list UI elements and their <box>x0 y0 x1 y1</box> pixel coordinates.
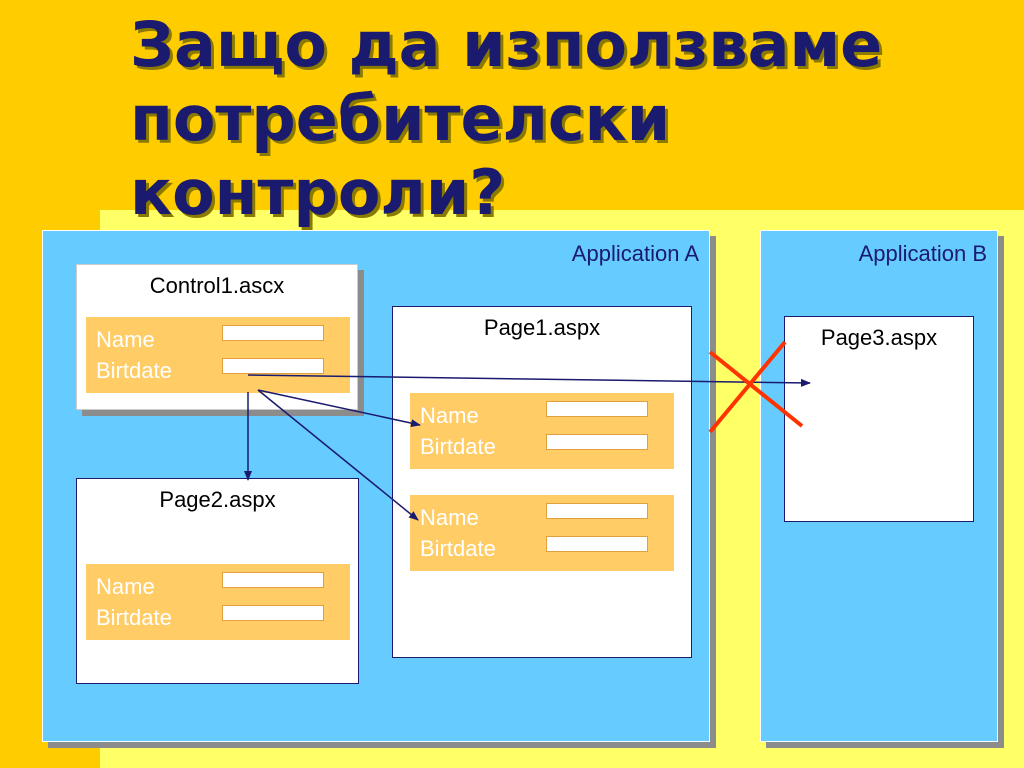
page2-name-field[interactable] <box>222 572 324 588</box>
page2-birthdate-label: Birtdate <box>96 605 172 630</box>
page1-title: Page1.aspx <box>483 315 601 340</box>
control1-name-field[interactable] <box>222 325 324 341</box>
arrow-to-page1-form1 <box>257 389 421 428</box>
control1-birthdate-label: Birtdate <box>96 358 172 383</box>
page1-form1-name-field[interactable] <box>546 401 648 417</box>
control1-title: Control1.ascx <box>149 273 285 298</box>
page2-name-label: Name <box>96 574 155 599</box>
cross-icon <box>708 340 804 434</box>
page1-form2-birthdate-label: Birtdate <box>420 536 496 561</box>
page2-title: Page2.aspx <box>159 487 276 512</box>
control1-birthdate-field[interactable] <box>222 358 324 374</box>
application-b-label: Application B <box>858 241 987 266</box>
control1-form: Name Birtdate <box>86 317 350 393</box>
page1-form1-birthdate-field[interactable] <box>546 434 648 450</box>
control1-box: Control1.ascx Name Birtdate <box>76 264 358 410</box>
page1-form1-name-label: Name <box>420 403 479 428</box>
page1-form-1: Name Birtdate <box>410 393 674 469</box>
page1-box: Page1.aspx Name Birtdate Name Birtdate <box>392 306 692 658</box>
arrow-to-page3 <box>247 374 811 387</box>
page1-form-2: Name Birtdate <box>410 495 674 571</box>
slide-title: Защо да използваме потребителски контрол… <box>130 8 883 229</box>
control1-name-label: Name <box>96 327 155 352</box>
arrow-to-page1-form2 <box>257 389 419 521</box>
page2-form: Name Birtdate <box>86 564 350 640</box>
page3-box: Page3.aspx <box>784 316 974 522</box>
application-a-label: Application A <box>571 241 699 266</box>
page1-form2-name-label: Name <box>420 505 479 530</box>
page3-title: Page3.aspx <box>820 325 938 350</box>
page1-form1-birthdate-label: Birtdate <box>420 434 496 459</box>
page1-form2-birthdate-field[interactable] <box>546 536 648 552</box>
page2-birthdate-field[interactable] <box>222 605 324 621</box>
page2-box: Page2.aspx Name Birtdate <box>76 478 359 684</box>
page1-form2-name-field[interactable] <box>546 503 648 519</box>
